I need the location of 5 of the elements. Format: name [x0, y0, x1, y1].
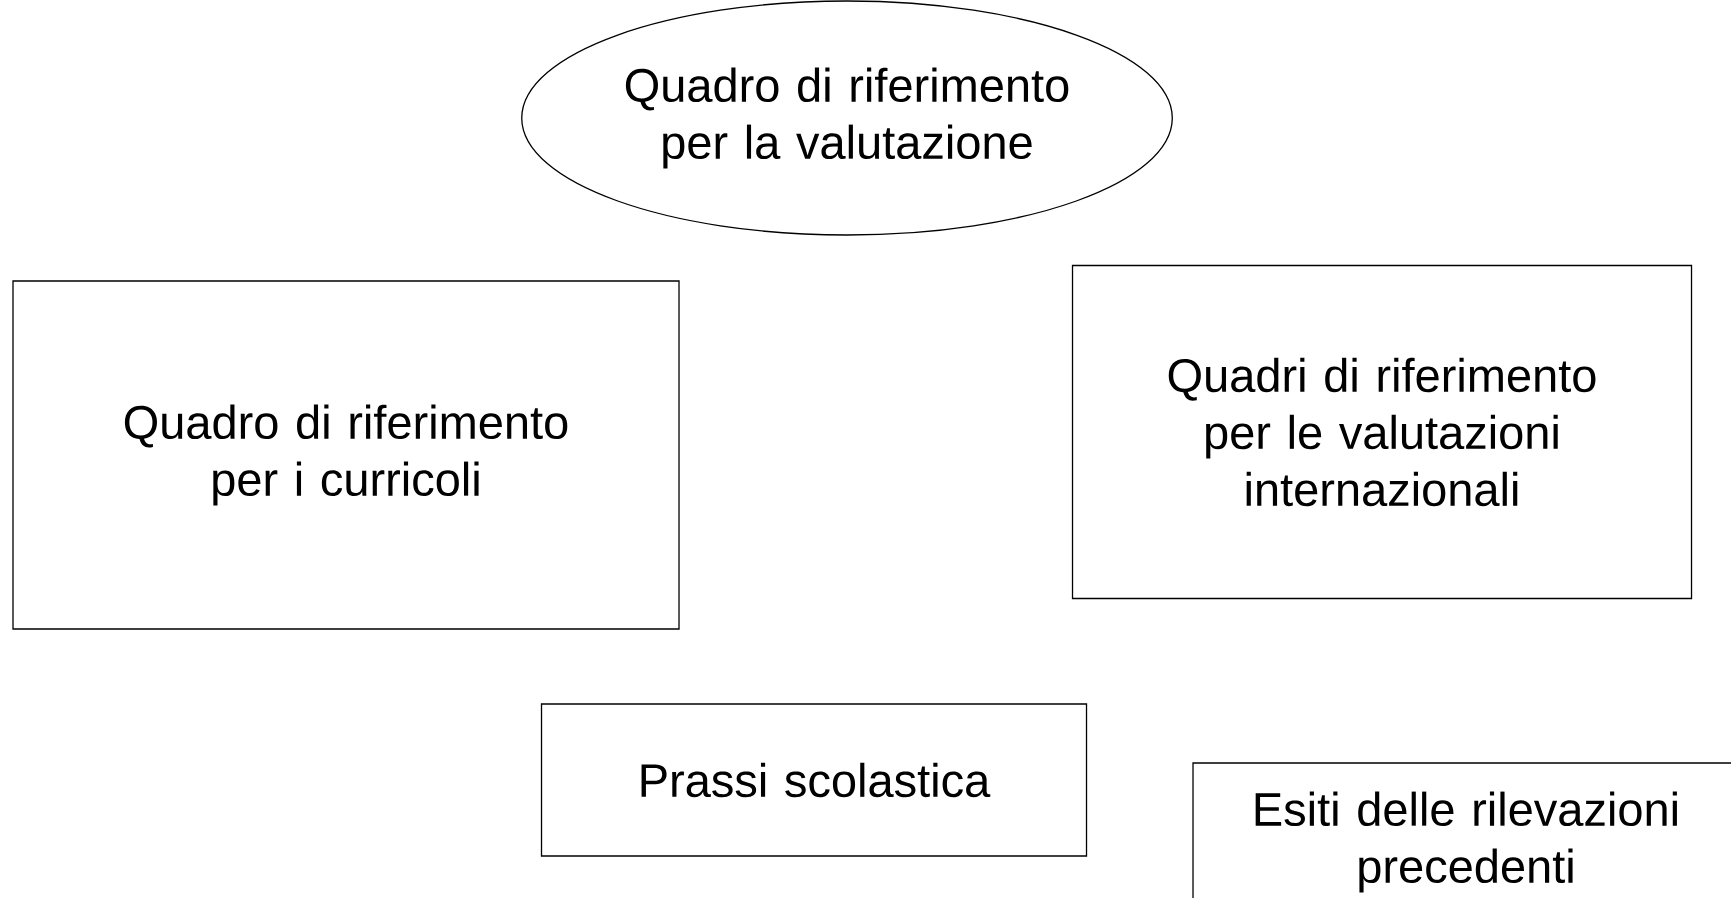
- text-box: Esiti delle rilevazioni precedenti: [1192, 762, 1731, 898]
- text-box: Prassi scolastica: [540, 703, 1088, 857]
- text-box: Quadro di riferimento per i curricoli: [12, 280, 680, 630]
- oval-node: Quadro di riferimento per la valutazione: [521, 0, 1173, 236]
- text-box: Quadri di riferimento per le valutazioni internazionali: [1071, 264, 1693, 600]
